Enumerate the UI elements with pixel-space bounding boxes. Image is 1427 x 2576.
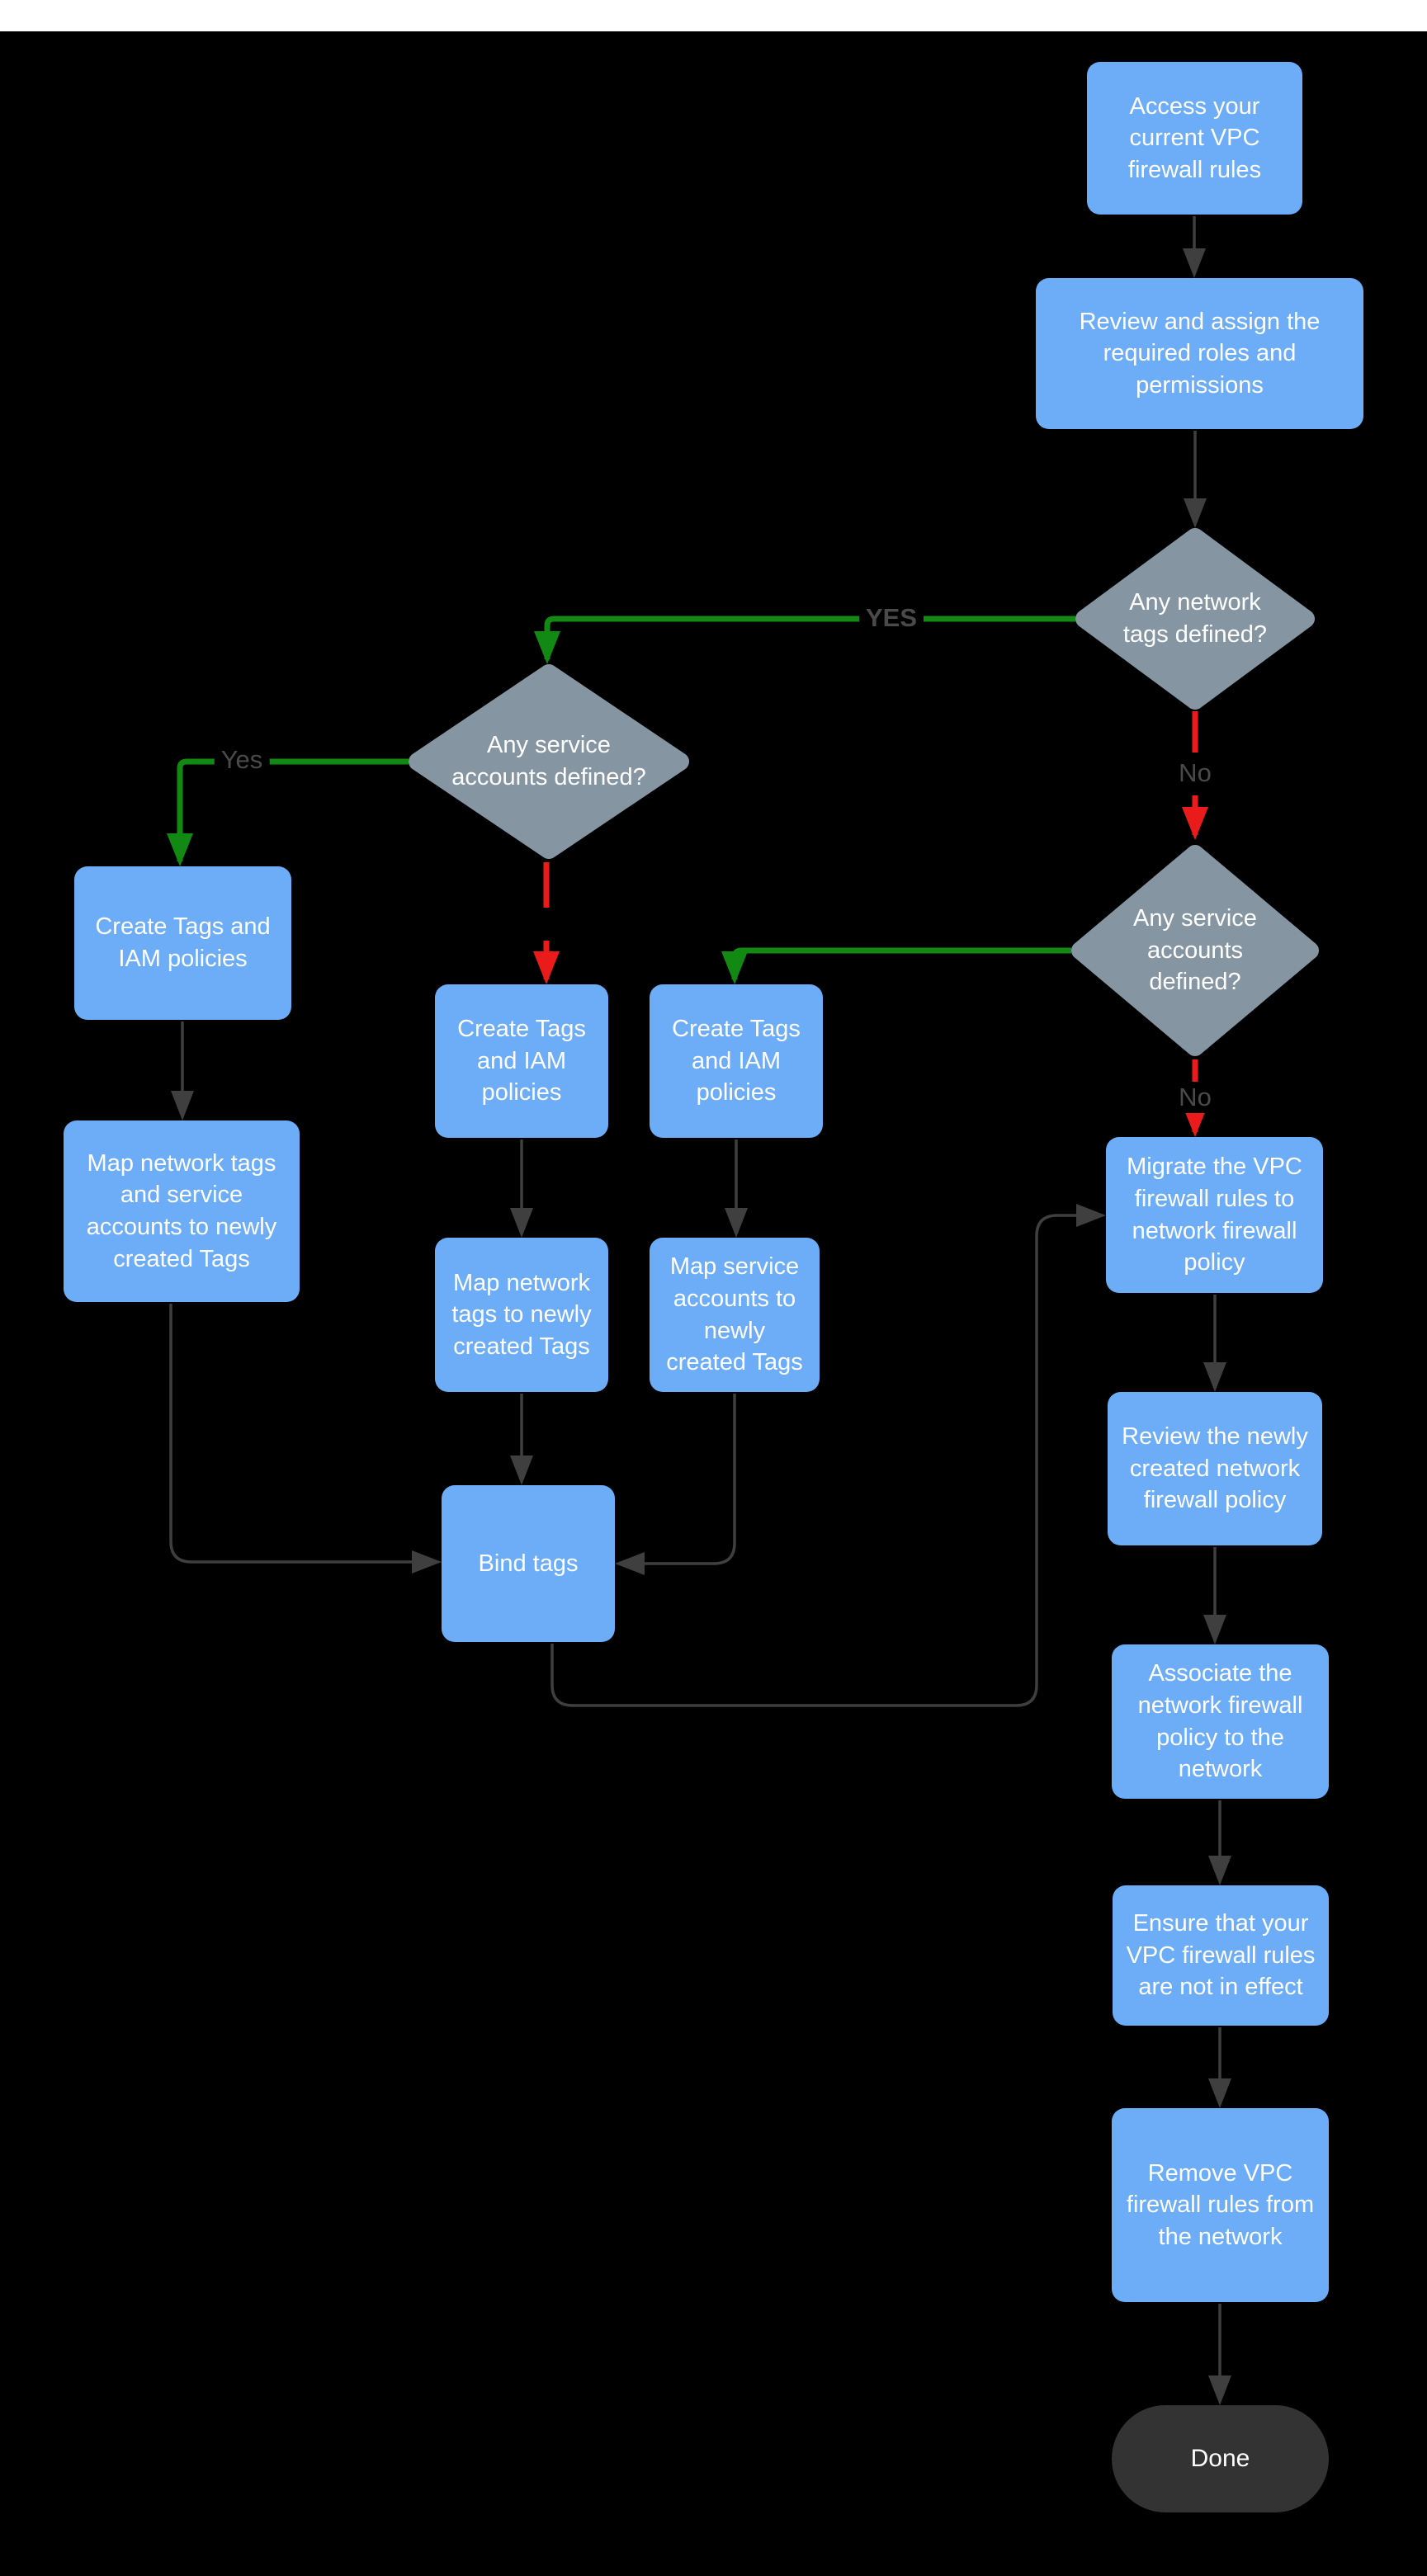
node-label: Map network tags and service accounts to… <box>86 1149 277 1272</box>
node-label: Review and assign the required roles and… <box>1079 308 1321 399</box>
edge-label-service-left-yes: Yes <box>214 743 270 776</box>
node-done: Done <box>1112 2405 1329 2512</box>
node-label: Access your current VPC firewall rules <box>1127 92 1262 183</box>
edge-mapright-bind <box>615 1394 736 1575</box>
node-map-network-tags-and-service-accounts: Map network tags and service accounts to… <box>64 1121 300 1302</box>
node-label: Associate the network firewall policy to… <box>1137 1660 1303 1783</box>
node-migrate-rules: Migrate the VPC firewall rules to networ… <box>1106 1137 1323 1293</box>
node-label: Review the newly created network firewal… <box>1122 1423 1308 1514</box>
node-label: Any service accounts defined? <box>1133 905 1257 996</box>
diamond-shape <box>1075 528 1315 710</box>
node-question-network-tags: Any network tags defined? <box>1075 528 1315 710</box>
edge-qserviceleft-yes <box>167 758 409 866</box>
node-label: Bind tags <box>478 1550 579 1577</box>
node-question-service-accounts-left: Any service accounts defined? <box>409 664 689 859</box>
node-create-tags-center: Create Tags and IAM policies <box>435 984 608 1138</box>
edge-bind-migrate <box>550 1204 1106 1707</box>
node-access-vpc-rules: Access your current VPC firewall rules <box>1087 62 1302 215</box>
node-create-tags-right: Create Tags and IAM policies <box>650 984 823 1138</box>
edge-label-service-right-no: No <box>1172 1081 1218 1114</box>
node-label: Map service accounts to newly created Ta… <box>666 1253 803 1376</box>
edge-label-network-tags-no: No <box>1172 757 1218 790</box>
node-associate-policy: Associate the network firewall policy to… <box>1112 1644 1329 1799</box>
node-map-service-accounts: Map service accounts to newly created Ta… <box>650 1238 820 1392</box>
node-ensure-not-in-effect: Ensure that your VPC firewall rules are … <box>1113 1885 1329 2026</box>
node-map-network-tags: Map network tags to newly created Tags <box>435 1238 608 1392</box>
node-label: Create Tags and IAM policies <box>672 1016 801 1106</box>
node-label: Migrate the VPC firewall rules to networ… <box>1127 1154 1302 1276</box>
edge-label-network-tags-yes: YES <box>858 602 924 635</box>
node-label: Create Tags and IAM policies <box>95 913 271 972</box>
node-bind-tags: Bind tags <box>442 1485 615 1642</box>
node-label: Create Tags and IAM policies <box>457 1016 586 1106</box>
node-review-policy: Review the newly created network firewal… <box>1108 1392 1322 1545</box>
node-label: Any service accounts defined? <box>451 732 646 790</box>
diamond-shape <box>1071 845 1319 1056</box>
top-strip <box>0 0 1427 31</box>
node-label: Map network tags to newly created Tags <box>451 1269 592 1360</box>
edge-qserviceright-yes <box>721 947 1071 984</box>
node-create-tags-left: Create Tags and IAM policies <box>74 866 291 1020</box>
node-label: Ensure that your VPC firewall rules are … <box>1126 1910 1316 2001</box>
diamond-shape <box>409 664 689 859</box>
edge-mapleft-bind <box>169 1304 442 1573</box>
node-remove-rules: Remove VPC firewall rules from the netwo… <box>1112 2108 1329 2302</box>
node-label: Remove VPC firewall rules from the netwo… <box>1126 2159 1315 2250</box>
node-review-roles: Review and assign the required roles and… <box>1036 278 1363 429</box>
edge-qnetworktags-yes <box>534 616 1075 664</box>
node-label: Any network tags defined? <box>1122 589 1268 648</box>
node-question-service-accounts-right: Any service accounts defined? <box>1071 845 1319 1056</box>
node-label: Done <box>1190 2445 1250 2473</box>
